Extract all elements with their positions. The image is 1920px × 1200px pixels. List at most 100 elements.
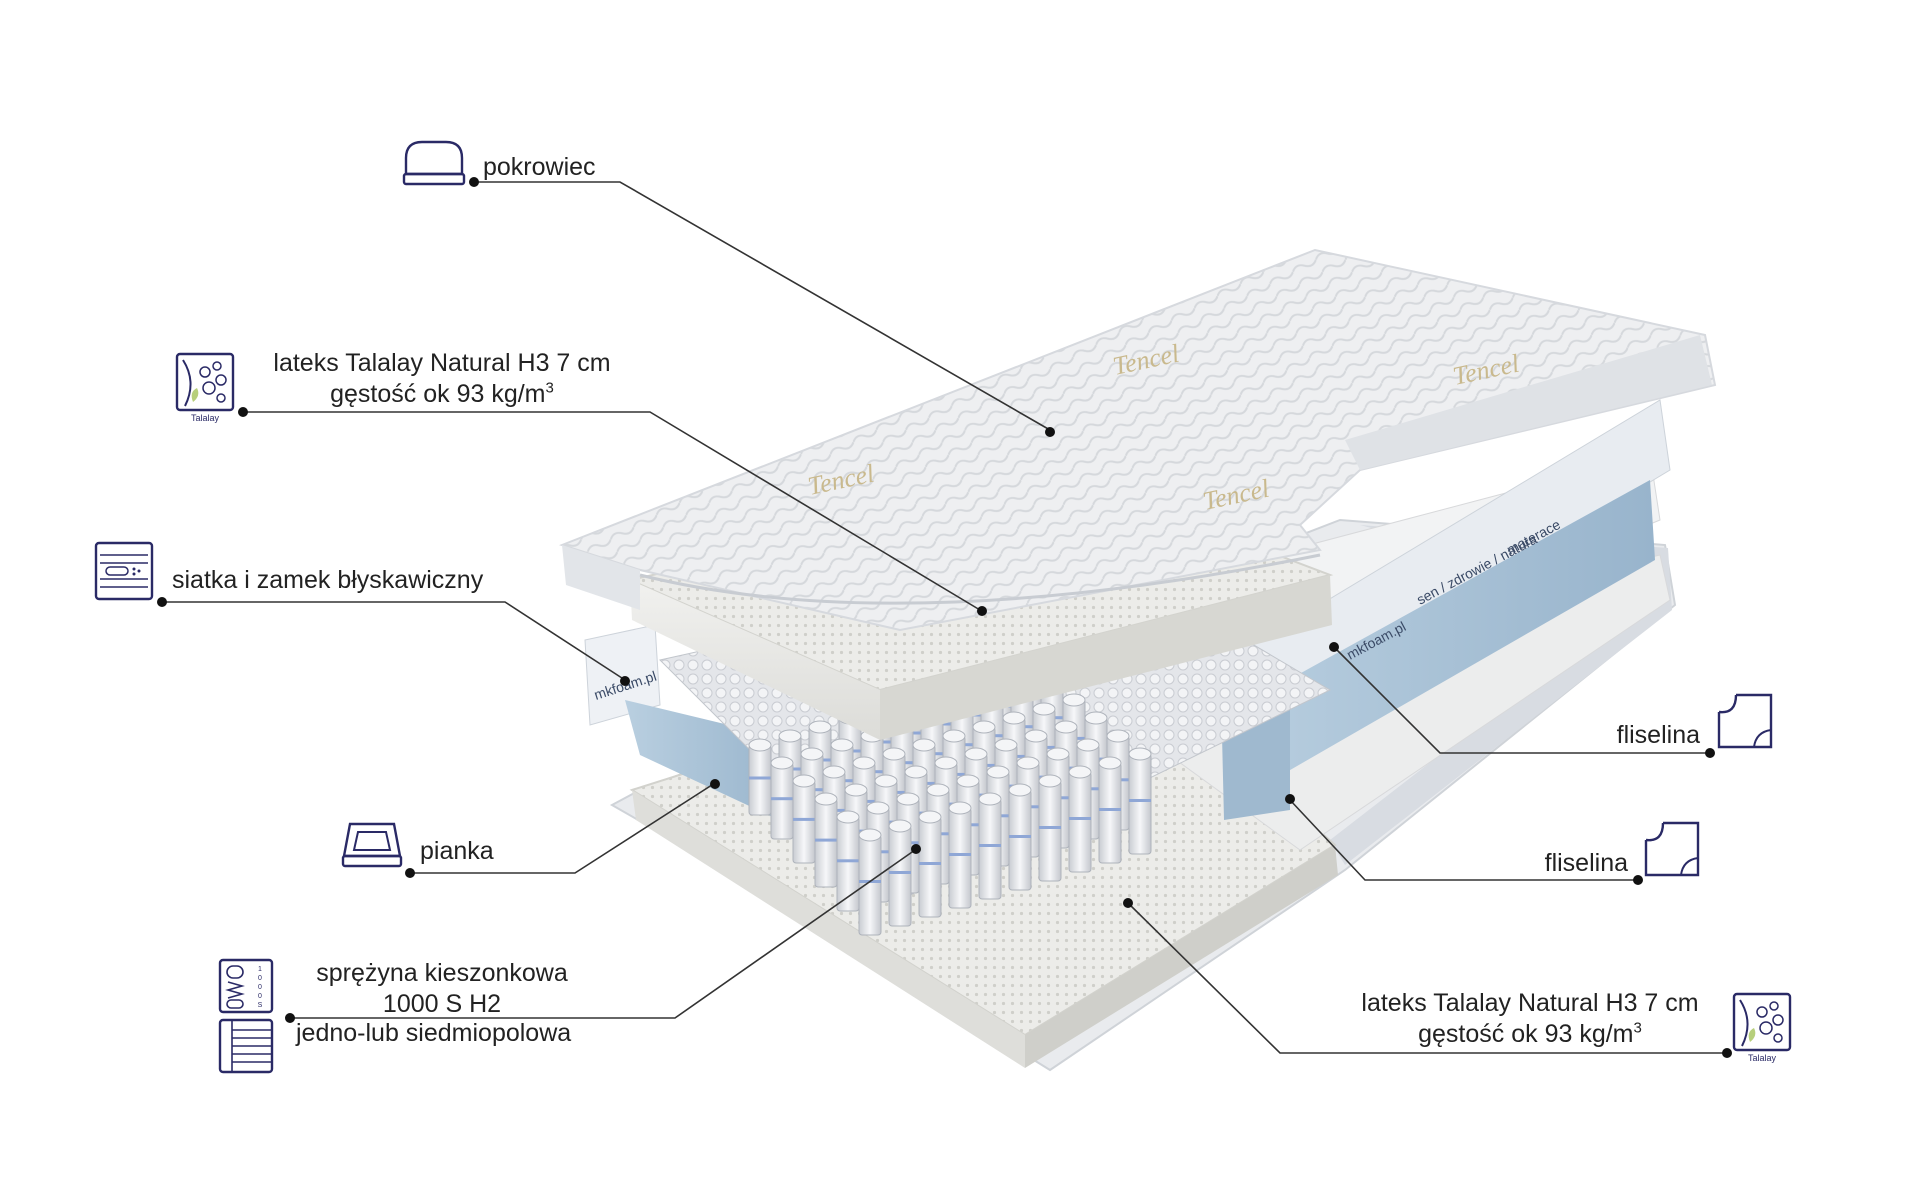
pocket-spring [1098,756,1122,770]
pocket-spring [918,816,942,918]
top-latex-side [630,580,880,740]
pocket-spring [770,762,794,840]
label-latex-bottom: lateks Talalay Natural H3 7 cm gęstość o… [1340,988,1720,1050]
label-fleece-1: fliselina [1616,721,1700,749]
pocket-spring [852,756,876,770]
leader-mesh [162,601,626,681]
talalay-caption-top: Talalay [191,413,220,423]
pocket-spring [912,738,936,752]
pocket-spring [994,738,1018,752]
pocket-spring [942,729,966,743]
pocket-spring [800,747,824,761]
pocket-spring [1084,711,1108,725]
pocket-spring [979,844,1001,847]
pocket-spring [874,774,898,788]
label-cover: pokrowiec [483,153,596,181]
pocket-spring [948,801,972,815]
cover-icon [402,140,466,186]
pocket-spring [1069,817,1091,820]
pocket-spring [972,720,996,734]
pocket-spring [1099,808,1121,811]
label-latex-bottom-line1: lateks Talalay Natural H3 7 cm [1361,989,1699,1017]
label-latex-bottom-line2: gęstość ok 93 kg/m3 [1418,1019,1642,1048]
pocket-spring [964,747,988,761]
talalay-caption-bottom: Talalay [1748,1053,1777,1063]
leader-fleece-2 [1289,799,1638,881]
pocket-spring [1008,783,1032,797]
label-foam: pianka [420,837,494,865]
pocket-spring [1046,747,1070,761]
pocket-spring [808,720,832,734]
pocket-spring [1128,747,1152,761]
pocket-spring [1009,835,1031,838]
label-latex-top: lateks Talalay Natural H3 7 cm gęstość o… [252,348,632,410]
label-fleece-2: fliselina [1544,849,1628,877]
svg-text:0: 0 [258,975,262,982]
leader-latex-bottom [1127,902,1727,1054]
pocket-spring [770,756,794,770]
pocket-spring [771,797,793,801]
leader-spring [290,849,916,1019]
pocket-spring [748,738,772,752]
pocket-spring [836,810,860,824]
pocket-spring [778,729,802,743]
pocket-spring [844,783,868,797]
foam-icon [341,822,403,868]
pocket-spring [1128,753,1152,855]
pocket-spring [949,853,971,856]
pocket-spring [858,834,882,936]
pocket-spring [1068,765,1092,779]
pocket-spring [1038,780,1062,882]
pocket-spring [978,792,1002,806]
dot-spring [285,1013,295,1023]
pocket-spring [889,871,911,874]
pocket-spring [904,765,928,779]
pocket-spring [822,765,846,779]
label-latex-top-line2: gęstość ok 93 kg/m3 [330,379,554,408]
pocket-spring [830,738,854,752]
pocket-spring [1062,693,1086,707]
pocket-spring-icon: 1 0 0 0 S [218,958,274,1014]
pocket-spring [1076,738,1100,752]
pocket-spring [934,756,958,770]
pocket-spring [837,859,859,863]
mesh-zipper-icon [94,541,154,601]
label-spring-line2: 1000 S H2 [382,990,502,1018]
top-latex-side-right [880,575,1332,740]
dot-foam [405,868,415,878]
foam-frame-right [1225,480,1655,800]
pocket-spring [858,828,882,842]
cover-edge-left [562,545,640,610]
pocket-spring [956,774,980,788]
pocket-spring [926,783,950,797]
pocket-spring [948,807,972,909]
pocket-spring [919,862,941,865]
fleece-icon-2 [1644,821,1700,877]
pocket-spring [1038,774,1062,788]
talalay-latex-icon-bottom: Talalay [1732,992,1792,1063]
pocket-spring [896,792,920,806]
pocket-spring [793,817,815,821]
talalay-latex-icon-top: Talalay [175,352,235,423]
pocket-spring [1008,789,1032,891]
pocket-spring [1039,826,1061,829]
pocket-spring [749,776,771,780]
pocket-spring [888,819,912,833]
pocket-spring [814,798,838,888]
pocket-spring [1068,771,1092,873]
svg-text:0: 0 [258,984,262,991]
pocket-spring [978,798,1002,900]
pocket-spring [882,747,906,761]
pocket-spring [888,825,912,927]
pocket-spring [918,810,942,824]
label-latex-top-line1: lateks Talalay Natural H3 7 cm [273,349,611,377]
label-spring-line1: sprężyna kieszonkowa [316,959,568,987]
leader-fleece-1 [1334,647,1710,754]
side-panel-left [584,624,661,726]
dot-cover [469,177,479,187]
label-mesh-zipper: siatka i zamek błyskawiczny [172,566,484,594]
pocket-spring [1032,702,1056,716]
dot-mesh [157,597,167,607]
pocket-spring [792,780,816,864]
